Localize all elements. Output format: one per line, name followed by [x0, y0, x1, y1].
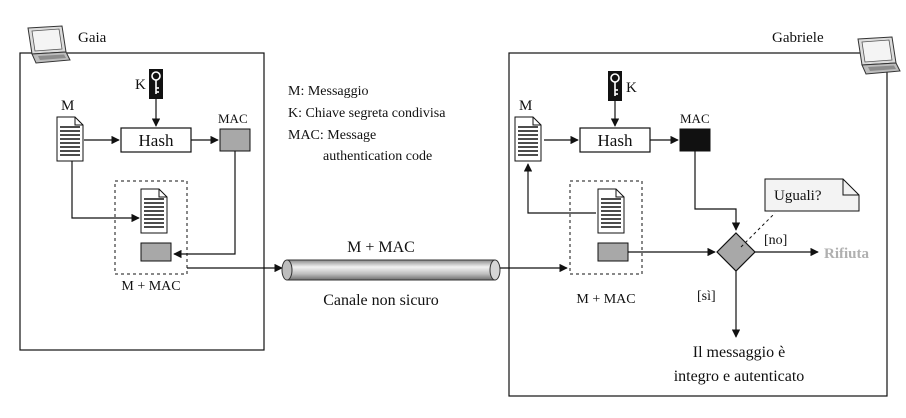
sender-mac-label: MAC [218, 111, 248, 126]
receiver-payload-box [569, 180, 643, 275]
receiver-panel [508, 52, 888, 397]
yes-branch-label: [sì] [697, 289, 716, 304]
sender-m-label: M [61, 98, 74, 114]
result-line-1: Il messaggio è [693, 344, 785, 361]
legend-line-2: K: Chiave segreta condivisa [288, 106, 446, 121]
receiver-payload-mac [597, 242, 629, 262]
insecure-channel-pipe [286, 259, 496, 281]
sender-hash-label: Hash [139, 131, 174, 150]
sender-laptop-icon [27, 25, 71, 64]
result-line-2: integro e autenticato [674, 368, 805, 385]
receiver-m-label: M [519, 98, 532, 114]
sender-message-doc [56, 116, 84, 162]
channel-top-label: M + MAC [347, 239, 415, 256]
sender-k-label: K [135, 77, 146, 93]
receiver-payload-doc [597, 188, 625, 234]
comparison-diamond [716, 232, 756, 272]
receiver-name: Gabriele [772, 30, 824, 46]
sender-payload-box [114, 180, 188, 275]
legend-line-1: M: Messaggio [288, 84, 369, 99]
computed-mac-block [679, 128, 711, 152]
equals-note [764, 178, 860, 212]
sender-panel [19, 52, 265, 351]
equals-question: Uguali? [774, 188, 822, 204]
sender-hash-box [120, 127, 192, 153]
sender-name: Gaia [78, 30, 107, 46]
reject-label: Rifiuta [824, 246, 870, 262]
receiver-laptop-icon [857, 36, 901, 75]
sender-payload-doc [140, 188, 168, 234]
legend-line-4: authentication code [323, 149, 432, 164]
receiver-mac-label: MAC [680, 111, 710, 126]
receiver-k-label: K [626, 80, 637, 96]
sender-key-icon [148, 68, 164, 100]
sender-mac-block [219, 128, 251, 152]
no-branch-label: [no] [764, 233, 787, 248]
legend-line-3: MAC: Message [288, 128, 376, 143]
receiver-message-doc [514, 116, 542, 162]
channel-bottom-label: Canale non sicuro [323, 292, 439, 309]
receiver-key-icon [607, 70, 623, 102]
sender-payload-label: M + MAC [121, 279, 180, 294]
receiver-payload-label: M + MAC [576, 292, 635, 307]
sender-payload-mac [140, 242, 172, 262]
receiver-hash-label: Hash [598, 131, 633, 150]
